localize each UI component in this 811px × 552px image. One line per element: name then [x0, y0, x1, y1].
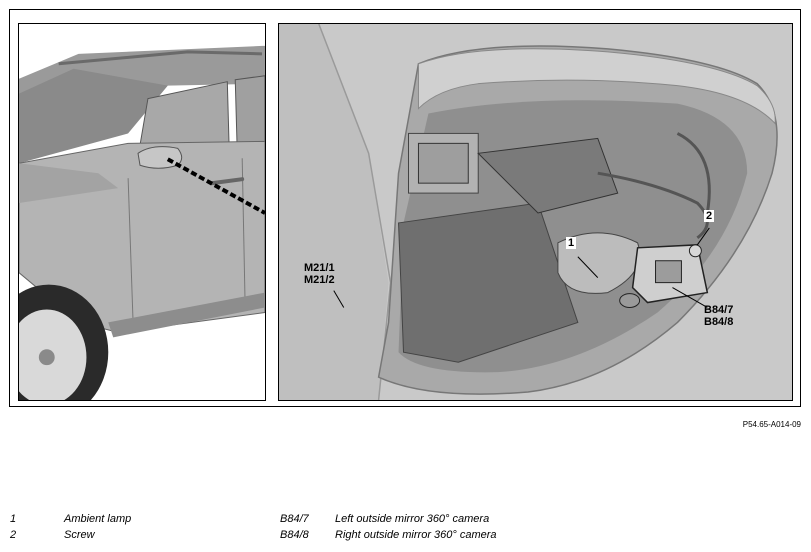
callout-b84-7: B84/7: [704, 304, 734, 316]
callout-m21-2: M21/2: [304, 274, 335, 286]
figure-code: P54.65-A014-09: [742, 420, 801, 429]
legend-text-b84-8: Right outside mirror 360° camera: [335, 529, 497, 541]
callout-m21: M21/1 M21/2: [304, 262, 335, 286]
legend-id-1: 1: [10, 513, 17, 525]
figure-frame: 1 2 M21/1 M21/2 B84/7 B84/8: [9, 9, 801, 407]
legend-text-b84-7: Left outside mirror 360° camera: [335, 513, 490, 525]
callout-b84-8: B84/8: [704, 316, 734, 328]
legend-id-b84-8: B84/8: [280, 529, 309, 541]
callout-2: 2: [704, 210, 715, 222]
vehicle-illustration: [19, 24, 265, 400]
mirror-illustration: [279, 24, 792, 400]
legend-id-2: 2: [10, 529, 17, 541]
mirror-detail-panel: [278, 23, 793, 401]
legend-id-b84-7: B84/7: [280, 513, 309, 525]
callout-b84: B84/7 B84/8: [704, 304, 733, 328]
callout-1: 1: [566, 237, 577, 249]
callout-m21-1: M21/1: [304, 262, 335, 274]
legend-text-1: Ambient lamp: [64, 513, 132, 525]
legend-text-2: Screw: [64, 529, 95, 541]
vehicle-overview-panel: [18, 23, 266, 401]
